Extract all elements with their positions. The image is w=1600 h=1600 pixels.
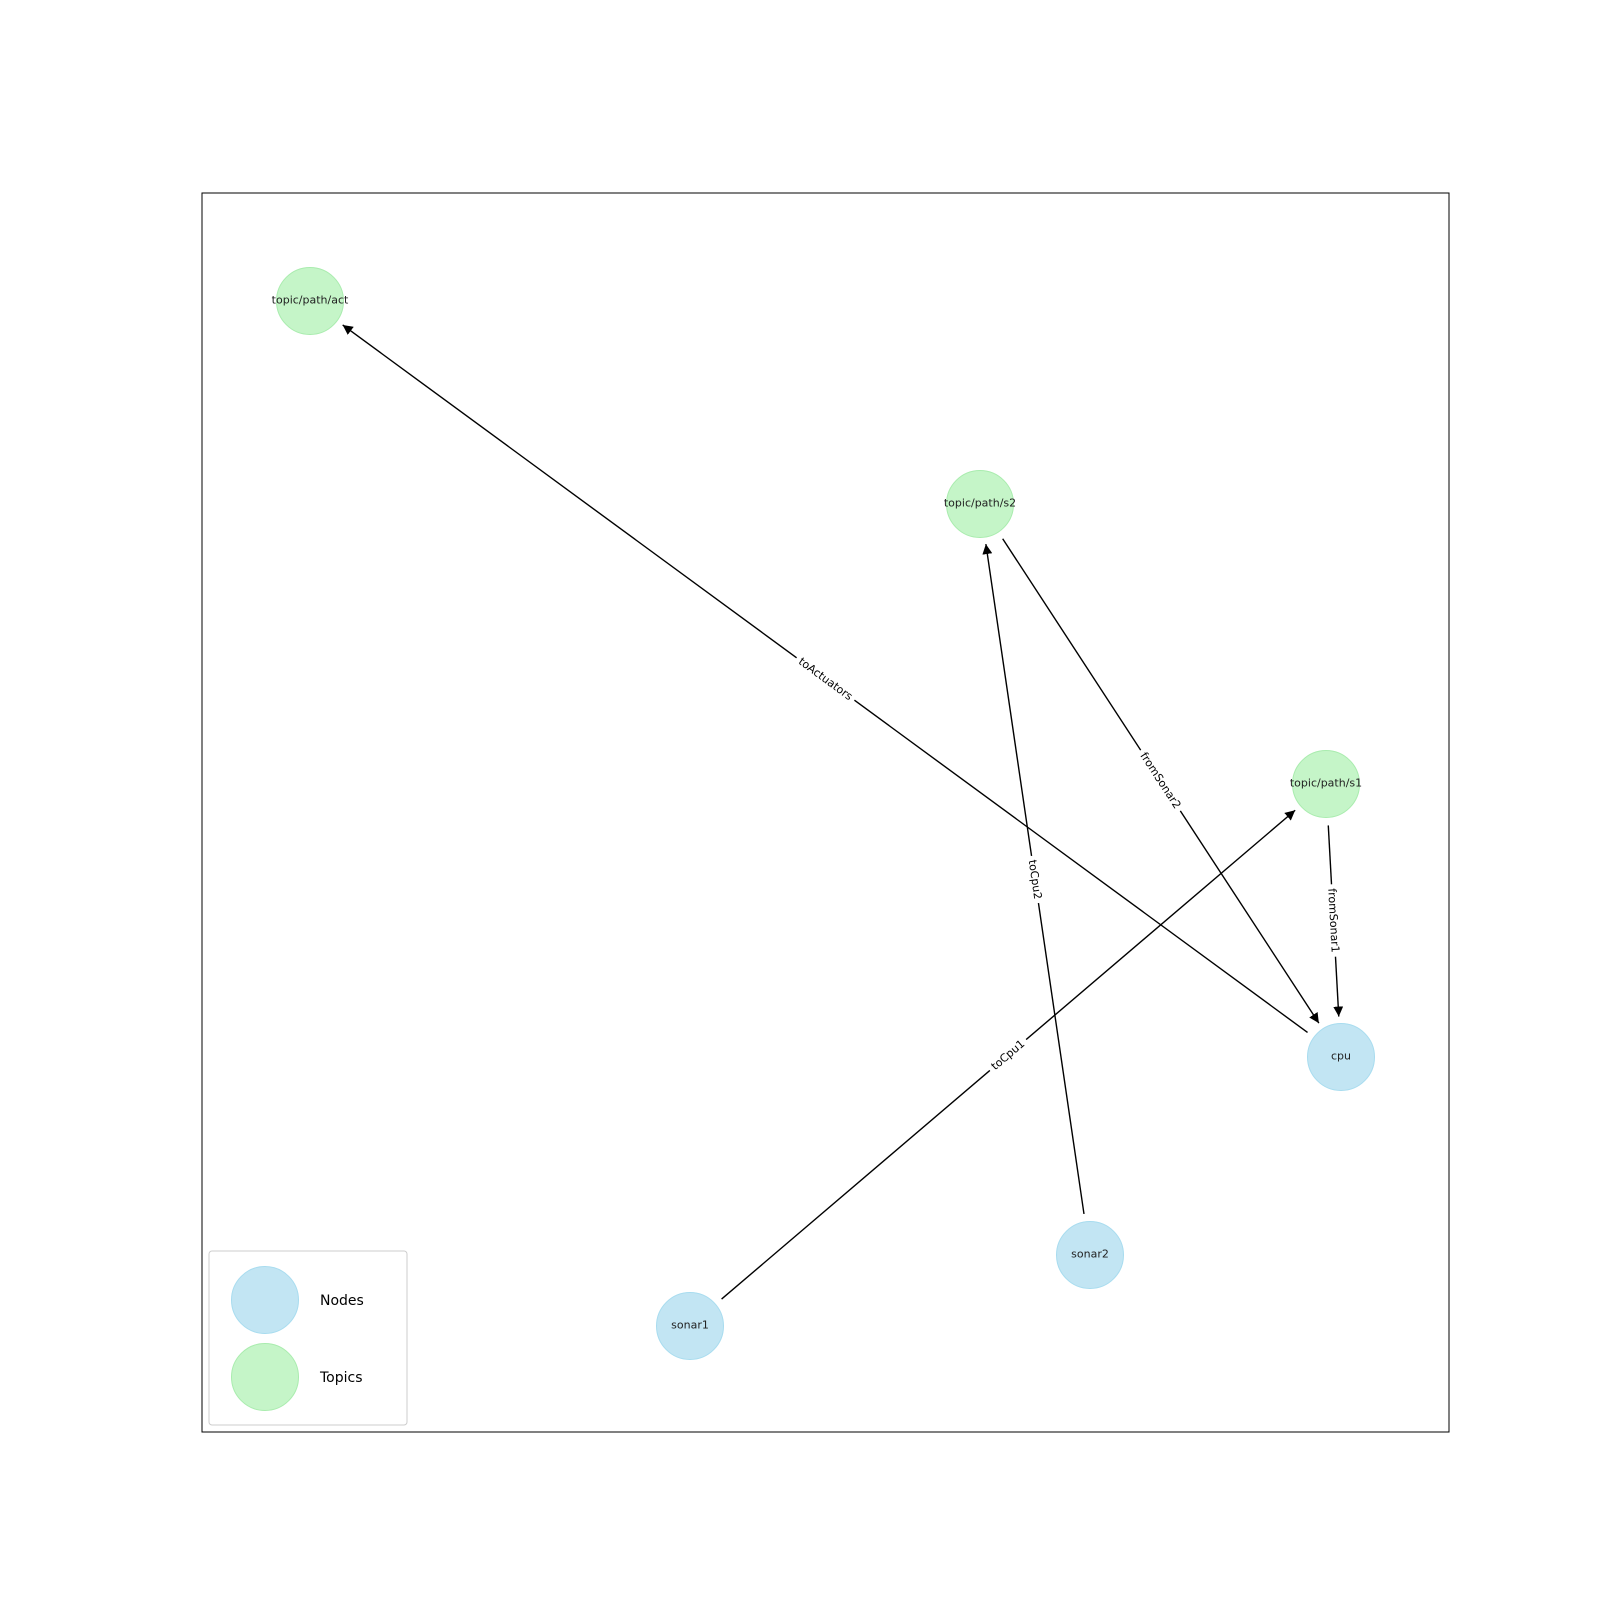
node-label: topic/path/act: [272, 294, 349, 307]
edges-layer: toCpu1 toCpu2 fromSonar1 fromSonar2 toActuat…: [342, 324, 1344, 1300]
nodes-layer: sonar1 sonar2 cpu topic/path/s1 topic/path/s…: [272, 267, 1375, 1360]
edge-label: toActuators: [796, 655, 855, 703]
legend-topics-swatch: [231, 1343, 299, 1411]
edge-s2-to-cpu: fromSonar2: [1002, 538, 1320, 1024]
legend-box: [208, 1250, 408, 1426]
edge-label-group: toActuators: [791, 651, 860, 707]
edge-s1-to-cpu: fromSonar1: [1323, 825, 1344, 1017]
edge-label-background: [984, 1033, 1032, 1077]
topic-circle: [276, 267, 344, 335]
node-cpu: cpu: [1307, 1023, 1375, 1091]
node-circle: [1307, 1023, 1375, 1091]
topic-circle: [1292, 750, 1360, 818]
topic-circle: [946, 470, 1014, 538]
edge-label-background: [1323, 883, 1344, 958]
edge-label-group: toCpu1: [984, 1033, 1032, 1077]
edge-label: fromSonar1: [1325, 888, 1342, 953]
node-label: cpu: [1331, 1050, 1351, 1063]
topic-act: topic/path/act: [272, 267, 349, 335]
node-label: topic/path/s1: [1290, 777, 1362, 790]
legend-nodes-label: Nodes: [320, 1293, 364, 1309]
plot-frame: [201, 192, 1450, 1433]
node-label: sonar2: [1071, 1248, 1109, 1261]
edge-label-background: [1023, 854, 1047, 905]
node-circle: [1056, 1221, 1124, 1289]
legend: Nodes Topics: [208, 1250, 408, 1426]
edge-label: fromSonar2: [1137, 750, 1183, 811]
node-label: topic/path/s2: [944, 497, 1016, 510]
edge-label-background: [1133, 745, 1188, 816]
edge-label-background: [791, 651, 860, 707]
edge-label-group: toCpu2: [1023, 854, 1047, 905]
node-sonar2: sonar2: [1056, 1221, 1124, 1289]
topic-s2: topic/path/s2: [944, 470, 1016, 538]
topic-s1: topic/path/s1: [1290, 750, 1362, 818]
edge-label-group: fromSonar1: [1323, 883, 1344, 958]
node-label: sonar1: [671, 1319, 709, 1332]
edge-label: toCpu2: [1026, 859, 1045, 900]
edge-sonar2-to-s2: toCpu2: [982, 543, 1085, 1215]
legend-nodes-swatch: [231, 1266, 299, 1334]
edge-cpu-to-act: toActuators: [342, 324, 1308, 1034]
edge-label: toCpu1: [989, 1037, 1028, 1073]
edge-label-group: fromSonar2: [1133, 745, 1188, 816]
legend-topics-label: Topics: [319, 1370, 363, 1386]
node-circle: [656, 1292, 724, 1360]
edge-sonar1-to-s1: toCpu1: [721, 809, 1296, 1300]
node-sonar1: sonar1: [656, 1292, 724, 1360]
